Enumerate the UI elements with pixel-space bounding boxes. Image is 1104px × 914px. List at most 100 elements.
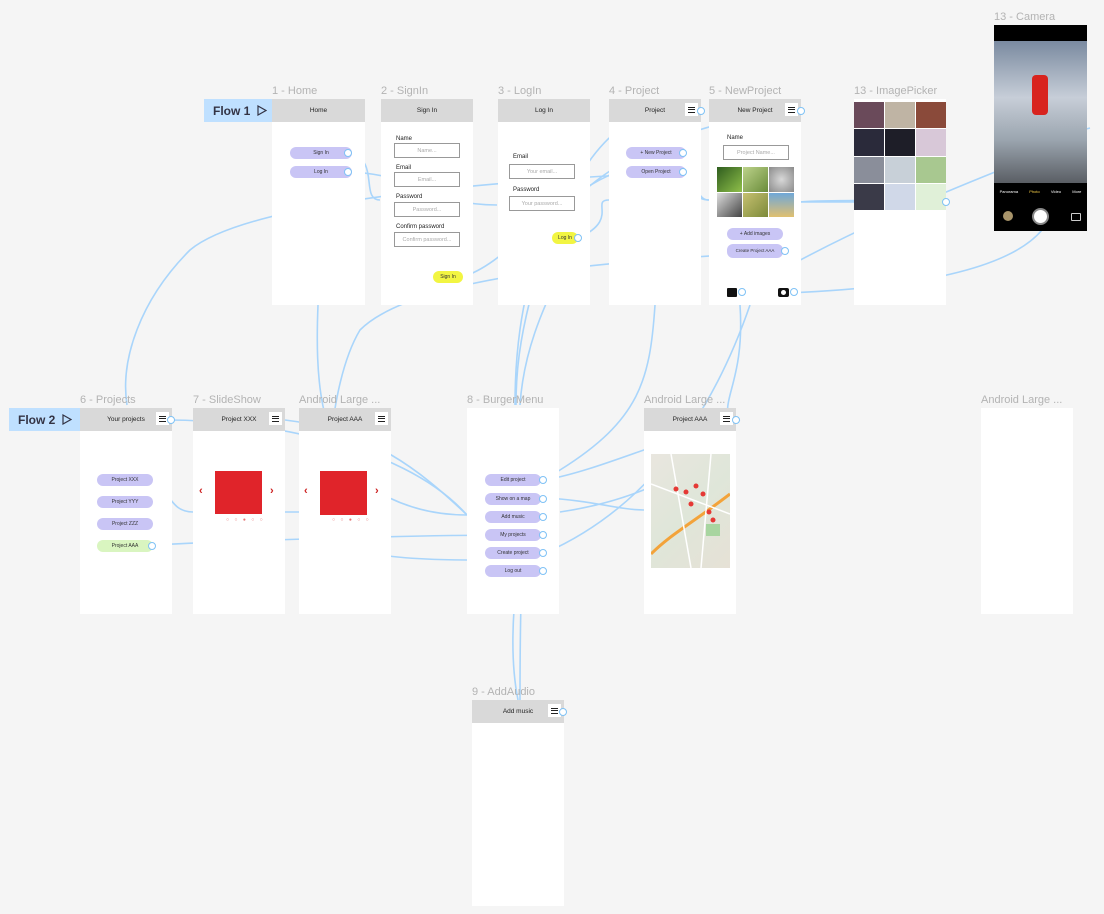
login-submit-button[interactable]: Log In — [552, 232, 578, 244]
connection-handle[interactable] — [344, 149, 352, 157]
switch-camera-icon[interactable] — [1071, 213, 1081, 221]
connection-handle[interactable] — [539, 476, 547, 484]
imagepicker-frame[interactable] — [854, 99, 950, 305]
connection-handle[interactable] — [781, 247, 789, 255]
mode-panorama[interactable]: Panorama — [999, 189, 1019, 194]
connection-handle[interactable] — [679, 168, 687, 176]
login-frame[interactable]: Log In Email Your email... Password Your… — [498, 99, 590, 305]
connection-handle[interactable] — [539, 549, 547, 557]
gallery-preview-icon[interactable] — [1003, 211, 1013, 221]
connection-handle[interactable] — [679, 149, 687, 157]
slideshow-frame[interactable]: Project XXX ‹ › ○ ○ ● ○ ○ — [193, 408, 285, 614]
picker-thumb[interactable] — [854, 102, 884, 129]
picker-thumb[interactable] — [885, 102, 915, 129]
image-thumb[interactable] — [717, 167, 742, 192]
new-project-button[interactable]: + New Project — [626, 147, 686, 159]
addaudio-frame[interactable]: Add music — [472, 700, 567, 906]
chevron-right-icon[interactable]: › — [270, 485, 274, 497]
image-thumb[interactable] — [743, 167, 768, 192]
burger-menu-icon[interactable] — [685, 103, 698, 116]
picker-thumb[interactable] — [854, 156, 884, 183]
connection-handle[interactable] — [167, 416, 175, 424]
picker-thumb[interactable] — [885, 183, 915, 210]
menu-item-edit[interactable]: Edit project — [485, 474, 541, 486]
connection-handle[interactable] — [344, 168, 352, 176]
burger-menu-icon[interactable] — [269, 412, 282, 425]
picker-thumb[interactable] — [916, 183, 946, 210]
signin-frame[interactable]: Sign In Name Name... Email Email... Pass… — [381, 99, 473, 305]
project-item[interactable]: Project AAA — [97, 540, 153, 552]
mode-photo[interactable]: Photo — [1029, 189, 1040, 194]
android-map-frame[interactable]: Project AAA — [644, 408, 740, 614]
map-view[interactable] — [651, 454, 730, 568]
shutter-button[interactable] — [1032, 208, 1049, 225]
picker-thumb[interactable] — [854, 183, 884, 210]
name-input[interactable]: Name... — [394, 143, 460, 158]
connection-handle[interactable] — [574, 234, 582, 242]
mode-more[interactable]: More — [1072, 189, 1082, 194]
burger-menu-icon[interactable] — [785, 103, 798, 116]
email-input[interactable]: Email... — [394, 172, 460, 187]
connection-handle[interactable] — [942, 198, 950, 206]
image-thumb[interactable] — [743, 192, 768, 217]
project-name-input[interactable]: Project Name... — [723, 145, 789, 160]
burger-menu-icon[interactable] — [548, 704, 561, 717]
confirm-password-input[interactable]: Confirm password... — [394, 232, 460, 247]
login-button[interactable]: Log In — [290, 166, 352, 178]
flow-1-start[interactable]: Flow 1 — [204, 99, 272, 122]
picker-thumb[interactable] — [854, 129, 884, 156]
project-frame[interactable]: Project + New Project Open Project — [609, 99, 705, 305]
chevron-left-icon[interactable]: ‹ — [199, 485, 203, 497]
project-item[interactable]: Project XXX — [97, 474, 153, 486]
menu-item-logout[interactable]: Log out — [485, 565, 541, 577]
image-thumb[interactable] — [769, 167, 794, 192]
flow-2-start[interactable]: Flow 2 — [9, 408, 80, 431]
password-input[interactable]: Password... — [394, 202, 460, 217]
burger-menu-icon[interactable] — [375, 412, 388, 425]
connection-handle[interactable] — [148, 542, 156, 550]
picker-thumb[interactable] — [885, 129, 915, 156]
projects-frame[interactable]: Your projects Project XXX Project YYY Pr… — [80, 408, 175, 614]
email-input[interactable]: Your email... — [509, 164, 575, 179]
image-thumb[interactable] — [769, 192, 794, 217]
mode-video[interactable]: Video — [1050, 189, 1062, 194]
connection-handle[interactable] — [539, 567, 547, 575]
project-item[interactable]: Project ZZZ — [97, 518, 153, 530]
connection-handle[interactable] — [539, 531, 547, 539]
burgermenu-frame[interactable]: Edit project Show on a map Add music My … — [467, 408, 559, 614]
burger-menu-icon[interactable] — [720, 412, 733, 425]
android-slideshow-frame[interactable]: Project AAA ‹ › ○ ○ ● ○ ○ — [299, 408, 391, 614]
menu-item-music[interactable]: Add music — [485, 511, 541, 523]
home-frame[interactable]: Home Sign In Log In — [272, 99, 365, 305]
picker-thumb[interactable] — [916, 129, 946, 156]
add-images-button[interactable]: + Add images — [727, 228, 783, 240]
android-empty-frame[interactable] — [981, 408, 1073, 614]
password-input[interactable]: Your password... — [509, 196, 575, 211]
signin-submit-button[interactable]: Sign In — [433, 271, 463, 283]
camera-icon[interactable] — [778, 288, 789, 297]
connection-handle[interactable] — [697, 107, 705, 115]
burger-menu-icon[interactable] — [156, 412, 169, 425]
chevron-left-icon[interactable]: ‹ — [304, 485, 308, 497]
picker-thumb[interactable] — [916, 156, 946, 183]
signin-button[interactable]: Sign In — [290, 147, 352, 159]
picker-thumb[interactable] — [916, 102, 946, 129]
connection-handle[interactable] — [790, 288, 798, 296]
gallery-icon[interactable] — [727, 288, 737, 297]
create-project-button[interactable]: Create Project AAA — [727, 244, 783, 258]
chevron-right-icon[interactable]: › — [375, 485, 379, 497]
connection-handle[interactable] — [539, 513, 547, 521]
connection-handle[interactable] — [539, 495, 547, 503]
menu-item-map[interactable]: Show on a map — [485, 493, 541, 505]
project-item[interactable]: Project YYY — [97, 496, 153, 508]
menu-item-create[interactable]: Create project — [485, 547, 541, 559]
connection-handle[interactable] — [738, 288, 746, 296]
connection-handle[interactable] — [797, 107, 805, 115]
picker-thumb[interactable] — [885, 156, 915, 183]
open-project-button[interactable]: Open Project — [626, 166, 686, 178]
connection-handle[interactable] — [559, 708, 567, 716]
image-thumb[interactable] — [717, 192, 742, 217]
menu-item-projects[interactable]: My projects — [485, 529, 541, 541]
connection-handle[interactable] — [732, 416, 740, 424]
newproject-frame[interactable]: New Project Name Project Name... + Add i… — [709, 99, 805, 305]
